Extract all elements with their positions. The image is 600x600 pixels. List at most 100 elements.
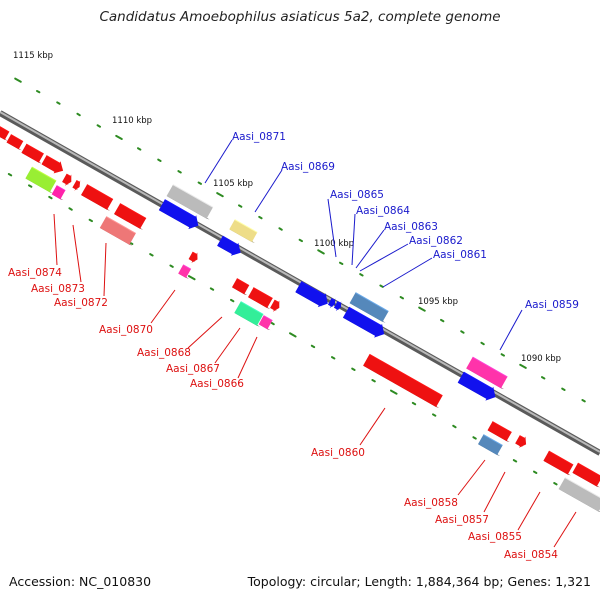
gene-feature	[25, 166, 57, 194]
gene-feature-face	[81, 184, 113, 210]
scale-tick	[197, 181, 202, 185]
gene-feature-face	[166, 184, 213, 219]
gene-feature	[478, 434, 503, 456]
leader-aasi-0874	[53, 213, 58, 266]
gene-feature-edge	[463, 371, 493, 389]
scale-label-1095: 1095 kbp	[418, 297, 458, 307]
gene-feature-edge	[222, 235, 238, 245]
leader-aasi-0863	[355, 229, 385, 269]
leader-lines	[53, 139, 577, 548]
leader-aasi-0871	[204, 139, 233, 184]
gene-label-aasi-0871: Aasi_0871	[232, 131, 286, 143]
scale-tick	[553, 482, 558, 486]
gene-feature-edge	[348, 306, 382, 326]
gene-feature-face	[327, 298, 336, 308]
gene-feature	[572, 462, 600, 488]
gene-feature-edge	[519, 435, 525, 439]
scale-tick	[452, 424, 457, 429]
gene-feature	[217, 235, 241, 256]
gene-feature	[295, 281, 328, 308]
gene-feature-face	[466, 357, 508, 389]
gene-feature-face	[558, 477, 600, 512]
gene-feature-face	[515, 435, 527, 448]
scale-tick	[278, 227, 283, 231]
gene-label-aasi-0858: Aasi_0858	[404, 497, 458, 509]
gene-feature	[166, 184, 214, 220]
scale-tick	[317, 249, 325, 255]
gene-label-aasi-0873: Aasi_0873	[31, 283, 85, 295]
gene-feature-face	[333, 301, 342, 311]
scale-tick	[351, 367, 356, 371]
gene-label-aasi-0861: Aasi_0861	[433, 249, 487, 261]
leader-aasi-0862	[359, 243, 409, 272]
gene-feature	[178, 264, 192, 279]
scale-tick	[331, 356, 336, 360]
scale-tick	[88, 218, 93, 223]
scale-label-1090: 1090 kbp	[521, 354, 561, 364]
gene-label-aasi-0869: Aasi_0869	[281, 161, 335, 173]
leader-aasi-0857	[483, 471, 506, 513]
leader-aasi-0867	[214, 327, 241, 364]
gene-feature-edge	[26, 143, 44, 155]
gene-feature-edge	[119, 203, 147, 219]
reverse-gene-labels: Aasi_0874 Aasi_0873 Aasi_0872 Aasi_0870 …	[8, 267, 558, 561]
gene-feature-face	[248, 287, 273, 308]
scale-tick	[310, 344, 316, 349]
scale-tick	[390, 389, 398, 395]
gene-feature	[466, 356, 508, 390]
scale-tick	[76, 112, 81, 117]
gene-feature-edge	[31, 166, 57, 182]
gene-feature-face	[21, 144, 44, 163]
gene-feature	[114, 203, 147, 230]
scale-tick	[561, 387, 566, 391]
gene-feature-face	[217, 236, 241, 256]
gene-label-aasi-0859: Aasi_0859	[525, 299, 579, 311]
scale-tick	[68, 207, 73, 211]
gene-feature-face	[270, 300, 280, 312]
gene-feature-face	[229, 219, 258, 242]
scale-tick	[399, 296, 404, 300]
gene-feature-edge	[472, 356, 508, 378]
scale-tick	[371, 379, 376, 383]
scale-tick	[298, 238, 303, 243]
scale-tick	[157, 158, 162, 162]
scale-tick	[28, 184, 33, 188]
gene-feature	[543, 450, 574, 476]
gene-label-aasi-0874: Aasi_0874	[8, 267, 62, 279]
gene-feature-face	[114, 203, 147, 229]
gene-feature-edge	[331, 298, 335, 301]
gene-label-aasi-0864: Aasi_0864	[356, 205, 410, 217]
accession-text: Accession: NC_010830	[9, 574, 152, 589]
scale-tick	[460, 330, 465, 334]
gene-feature-face	[572, 463, 600, 487]
gene-feature-face	[178, 264, 191, 278]
scale-tick	[258, 215, 263, 220]
genome-summary-text: Topology: circular; Length: 1,884,364 bp…	[247, 574, 591, 589]
gene-feature-edge	[105, 216, 137, 234]
leader-aasi-0865	[327, 198, 337, 258]
leader-aasi-0855	[517, 491, 541, 531]
gene-label-aasi-0872: Aasi_0872	[54, 297, 108, 309]
map-title: Candidatus Amoebophilus asiaticus 5a2, c…	[99, 9, 501, 25]
scale-tick	[56, 101, 61, 105]
gene-features	[0, 126, 600, 513]
gene-feature-face	[41, 155, 64, 174]
gene-feature-edge	[263, 315, 273, 321]
gene-feature	[363, 353, 443, 408]
gene-feature	[99, 216, 137, 246]
gene-feature-face	[487, 421, 512, 442]
scale-tick	[440, 318, 445, 323]
gene-label-aasi-0868: Aasi_0868	[137, 347, 191, 359]
gene-label-aasi-0863: Aasi_0863	[384, 221, 438, 233]
scale-tick	[541, 376, 546, 380]
scale-tick	[472, 436, 477, 440]
gene-feature-edge	[240, 301, 264, 315]
gene-feature-face	[234, 301, 264, 326]
scale-label-1105: 1105 kbp	[213, 179, 253, 189]
scale-tick	[48, 195, 53, 200]
gene-feature	[21, 143, 44, 164]
gene-feature	[342, 306, 385, 338]
gene-feature-face	[72, 180, 81, 191]
gene-label-aasi-0860: Aasi_0860	[311, 447, 365, 459]
